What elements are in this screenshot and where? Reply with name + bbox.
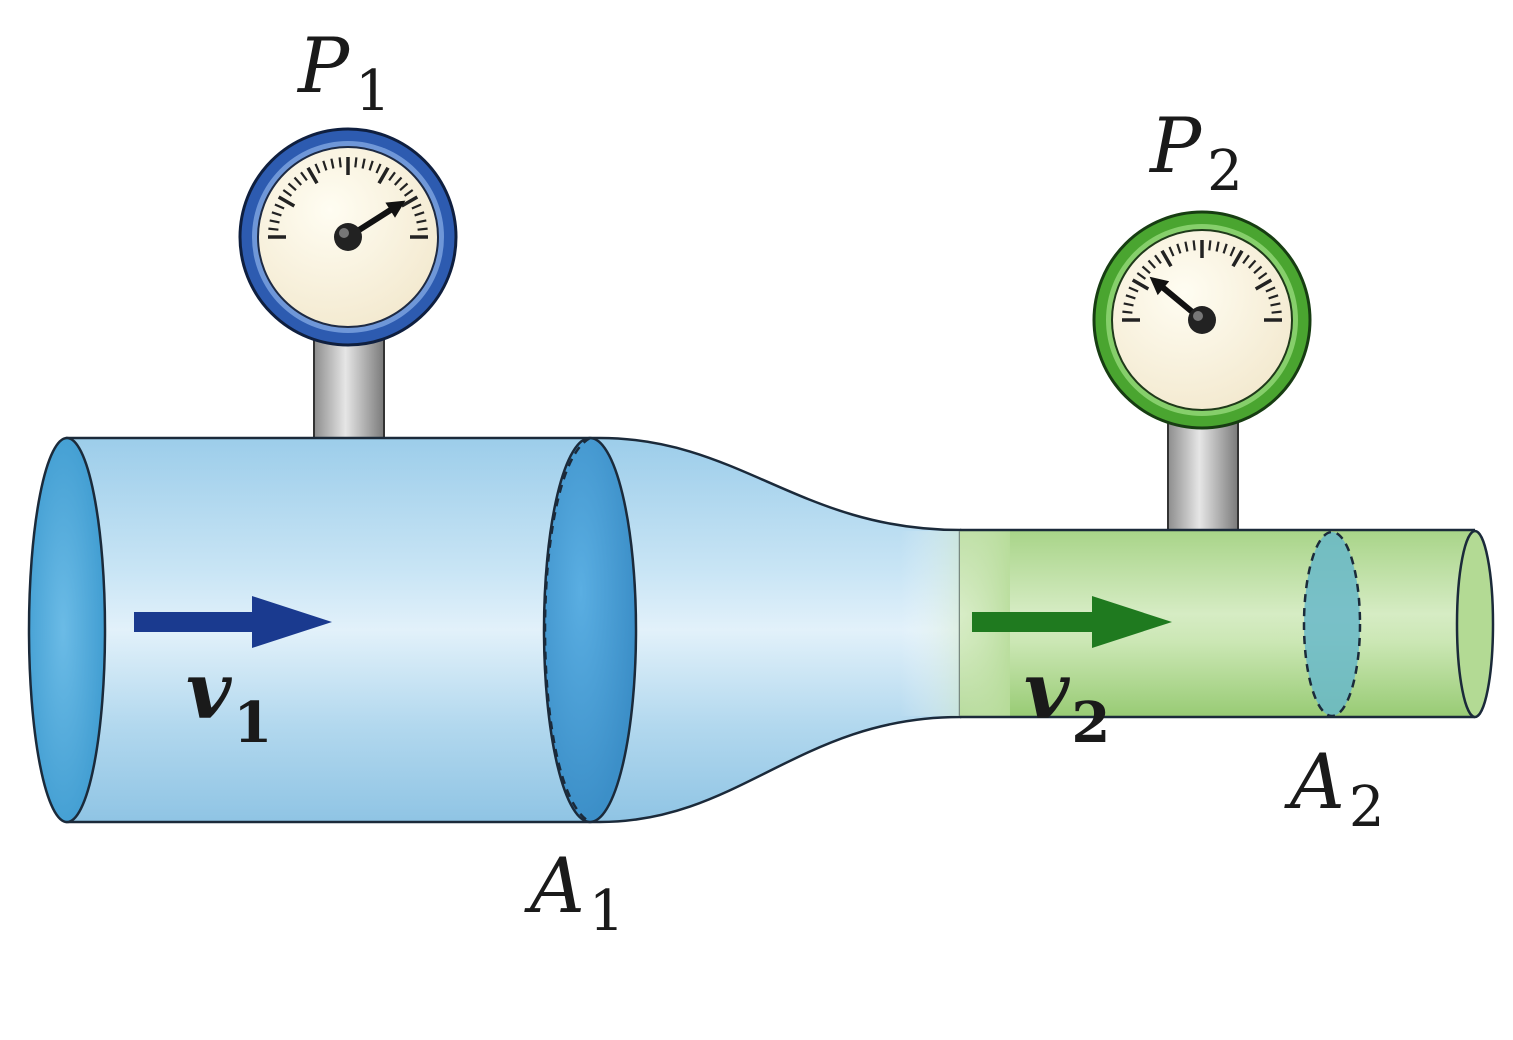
gauge-tick <box>1128 286 1139 293</box>
gauge2-ticks <box>1122 240 1282 322</box>
gauge-tick <box>403 189 414 197</box>
cross-section-a1-hidden-edge <box>543 436 591 824</box>
gauge-tick <box>1242 254 1250 265</box>
gauge-tick <box>1254 278 1273 291</box>
gauge-tick <box>393 176 403 186</box>
gauge-tick <box>269 219 280 224</box>
pressure-gauge-1 <box>238 127 458 347</box>
gauge-tick <box>1141 265 1151 275</box>
gauge-tick <box>306 166 319 185</box>
velocity-arrow-2 <box>972 596 1172 648</box>
gauge-tick <box>1257 272 1268 280</box>
gauge-tick <box>287 182 297 192</box>
gauge-tick <box>416 219 427 224</box>
gauge-tick <box>338 157 342 168</box>
gauge-tick <box>1131 278 1150 291</box>
gauge-tick <box>1268 294 1279 300</box>
gauge1-stem <box>313 329 385 443</box>
gauge-tick <box>1192 240 1196 251</box>
gauge-tick <box>368 160 374 171</box>
gauge-tick <box>1271 310 1282 314</box>
gauge-tick <box>1229 246 1236 257</box>
gauge-tick <box>388 171 396 182</box>
gauge-tick <box>1176 243 1182 254</box>
gauge-tick <box>1215 241 1220 252</box>
gauge-tick <box>411 203 422 210</box>
gauge-tick <box>1147 259 1157 269</box>
gauge2-needle-tip <box>1149 276 1170 296</box>
gauge1-needle-tip <box>385 200 406 218</box>
gauge-tick <box>1160 249 1173 268</box>
gauge-tick <box>1265 286 1276 293</box>
gauge-tick <box>1253 265 1263 275</box>
label-v1: v1 <box>186 646 272 756</box>
gauge-tick <box>414 211 425 217</box>
gauge-tick <box>1136 272 1147 280</box>
pressure-gauge-2 <box>1092 210 1312 430</box>
gauge-tick <box>1247 259 1257 269</box>
gauge-tick <box>1123 302 1134 307</box>
gauge2-stem <box>1167 417 1239 537</box>
gauge-tick <box>300 171 308 182</box>
velocity-arrow-1 <box>134 596 332 648</box>
narrow-pipe-outline <box>960 528 1475 719</box>
gauge-tick <box>399 182 409 192</box>
gauge-tick <box>1122 310 1133 314</box>
gauge-tick <box>1208 240 1212 251</box>
gauge-tick <box>271 211 282 217</box>
gauge-tick <box>274 203 285 210</box>
gauge-tick <box>330 158 335 169</box>
gauge-tick <box>268 227 279 231</box>
gauge-tick <box>377 166 390 185</box>
gauge-tick <box>277 195 296 208</box>
gauge-tick <box>1270 302 1281 307</box>
gauge-tick <box>314 163 321 174</box>
gauge-tick <box>282 189 293 197</box>
gauge-tick <box>417 227 428 231</box>
narrow-pipe-outlet <box>1455 529 1495 719</box>
gauge-tick <box>1125 294 1136 300</box>
gauge-tick <box>322 160 328 171</box>
gauge-tick <box>1231 249 1244 268</box>
gauge-tick <box>361 158 366 169</box>
gauge-tick <box>1222 243 1228 254</box>
label-a1: A1 <box>524 841 625 944</box>
gauge-tick <box>1184 241 1189 252</box>
gauge-tick <box>375 163 382 174</box>
wide-pipe-opening <box>27 436 107 824</box>
gauge-tick <box>1154 254 1162 265</box>
gauge-tick <box>1168 246 1175 257</box>
label-a2: A2 <box>1284 737 1385 840</box>
gauge-tick <box>293 176 303 186</box>
gauge-tick <box>400 195 419 208</box>
label-v2: v2 <box>1024 646 1110 756</box>
gauge-tick <box>354 157 358 168</box>
gauge1-ticks <box>268 157 428 239</box>
cross-section-a2 <box>1302 530 1362 718</box>
